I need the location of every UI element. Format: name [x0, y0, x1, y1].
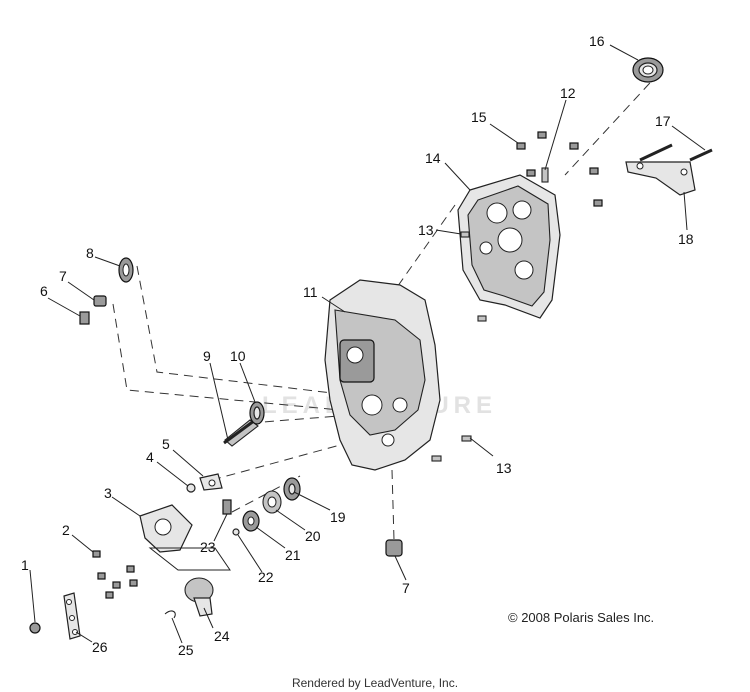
part-18-bracket [625, 161, 696, 196]
part-14-cover [457, 174, 561, 319]
part-23-spring [222, 499, 232, 515]
callout-12: 12 [560, 85, 576, 101]
callout-15: 15 [471, 109, 487, 125]
callout-25: 25 [178, 642, 194, 658]
callout-3: 3 [104, 485, 112, 501]
callout-10: 10 [230, 348, 246, 364]
callout-18: 18 [678, 231, 694, 247]
callout-14: 14 [425, 150, 441, 166]
callout-19: 19 [330, 509, 346, 525]
part-4-washer [186, 483, 196, 493]
callout-20: 20 [305, 528, 321, 544]
part-15-bolts [516, 131, 603, 207]
part-20-bearing [262, 490, 282, 514]
part-26-link [63, 592, 81, 640]
part-8-seal [118, 257, 134, 283]
callout-13-lower: 13 [496, 460, 512, 476]
callout-7-lower: 7 [402, 580, 410, 596]
copyright-notice: © 2008 Polaris Sales Inc. [508, 610, 655, 625]
part-16-seal [632, 57, 664, 83]
callout-7-upper: 7 [59, 268, 67, 284]
part-22-ball [232, 528, 240, 536]
part-21-bearing [242, 510, 260, 532]
part-5-lever [199, 473, 223, 491]
part-13-dowels [431, 231, 487, 462]
part-3-housing [139, 504, 231, 571]
callouts: 1 2 3 4 5 6 7 7 8 9 10 11 12 13 13 14 15… [21, 33, 694, 658]
callout-5: 5 [162, 436, 170, 452]
callout-8: 8 [86, 245, 94, 261]
callout-22: 22 [258, 569, 274, 585]
part-10-gear [249, 401, 265, 425]
callout-11: 11 [303, 284, 318, 300]
callout-9: 9 [203, 348, 211, 364]
part-6-clip [79, 311, 90, 325]
render-credit: Rendered by LeadVenture, Inc. [291, 676, 459, 690]
part-1-nut [29, 622, 41, 634]
callout-24: 24 [214, 628, 230, 644]
part-17-bolts [639, 143, 713, 162]
callout-23: 23 [200, 539, 216, 555]
callout-2: 2 [62, 522, 70, 538]
callout-26: 26 [92, 639, 108, 655]
part-25-clip [164, 610, 176, 619]
callout-4: 4 [146, 449, 154, 465]
part-7-plug-upper [93, 295, 107, 307]
part-24-actuator [184, 577, 214, 617]
callout-16: 16 [589, 33, 605, 49]
part-19-gear [283, 477, 301, 501]
callout-17: 17 [655, 113, 671, 129]
callout-1: 1 [21, 557, 29, 573]
callout-13-upper: 13 [418, 222, 434, 238]
callout-21: 21 [285, 547, 301, 563]
part-12-pin [541, 167, 549, 183]
callout-6: 6 [40, 283, 48, 299]
part-2-bolts [92, 550, 138, 599]
leader-lines [29, 44, 706, 644]
part-7-cap-lower [385, 539, 403, 557]
part-11-case [324, 279, 441, 471]
